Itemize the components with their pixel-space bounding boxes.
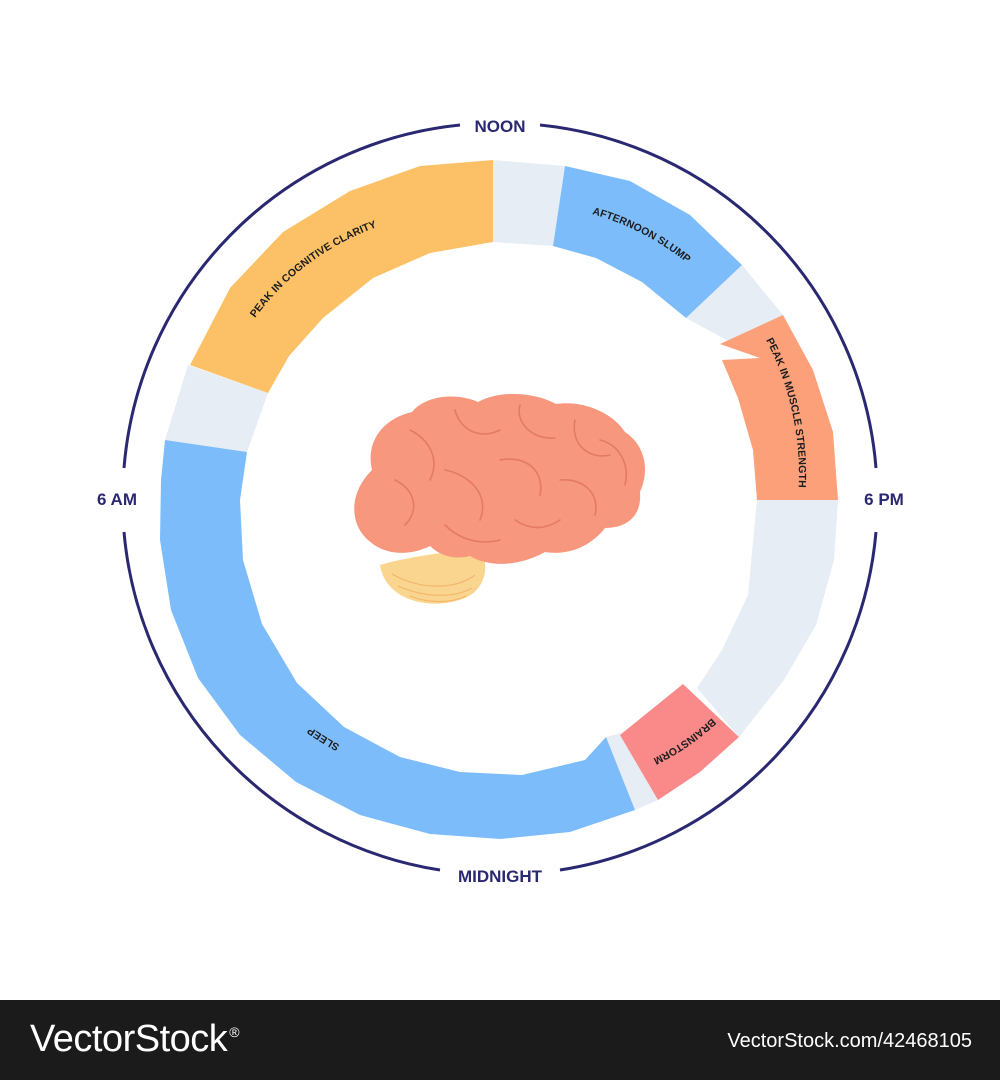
- label-six-am: 6 AM: [97, 490, 137, 509]
- label-six-pm: 6 PM: [864, 490, 904, 509]
- vectorstock-logo: VectorStock®: [30, 1018, 240, 1060]
- gap-segment: [165, 365, 268, 452]
- segment-afternoon-slump: [553, 166, 742, 318]
- clock-ring-arc-bottom-right: [559, 531, 878, 872]
- gap-segment: [697, 500, 838, 737]
- segment-peak-cognitive-clarity: [190, 160, 493, 393]
- clock-ring-arc-top-right: [539, 123, 878, 469]
- clock-ring-arc-bottom-left: [122, 531, 441, 872]
- daily-rhythm-diagram: NOON 6 PM MIDNIGHT 6 AM PEAK IN COGNITIV…: [97, 117, 904, 886]
- label-midnight: MIDNIGHT: [458, 867, 543, 886]
- clock-ring-arc-top-left: [122, 123, 461, 469]
- segment-peak-muscle-strength: [720, 315, 838, 500]
- gap-segment: [606, 732, 658, 810]
- image-id: VectorStock.com/42468105: [727, 1030, 972, 1052]
- watermark-footer: VectorStock® VectorStock.com/42468105: [0, 1000, 1000, 1080]
- gap-segment: [493, 160, 565, 246]
- label-noon: NOON: [475, 117, 526, 136]
- segment-brainstorm: [620, 684, 739, 800]
- diagram-canvas: NOON 6 PM MIDNIGHT 6 AM PEAK IN COGNITIV…: [97, 117, 904, 886]
- segment-sleep: [160, 440, 635, 839]
- brain-icon: [354, 393, 645, 604]
